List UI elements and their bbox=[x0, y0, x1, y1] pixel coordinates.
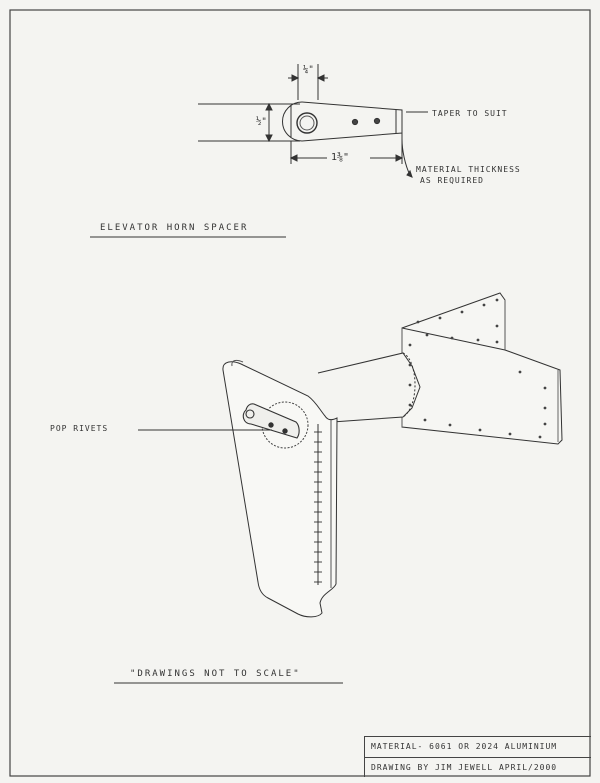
material-required-note: AS REQUIRED bbox=[420, 176, 484, 185]
weld-stitches bbox=[314, 431, 322, 583]
taper-note: TAPER TO SUIT bbox=[432, 109, 508, 118]
dim-height-label: ½" bbox=[256, 117, 267, 127]
drawn-by: DRAWING BY JIM JEWELL APRIL/2000 bbox=[371, 763, 558, 772]
rivet-label: POP RIVETS bbox=[50, 424, 109, 433]
horn-plate bbox=[222, 361, 338, 618]
sheet-border bbox=[9, 9, 591, 777]
title-block: MATERIAL- 6061 OR 2024 ALUMINIUM DRAWING… bbox=[364, 736, 591, 777]
spacer-title: ELEVATOR HORN SPACER bbox=[100, 223, 249, 233]
bracket-rivets bbox=[408, 298, 547, 439]
elevator-horn-assembly bbox=[138, 292, 563, 618]
scale-note: "DRAWINGS NOT TO SCALE" bbox=[130, 669, 301, 679]
title-block-divider bbox=[365, 757, 591, 758]
dim-length-label: 1⅜" bbox=[331, 152, 350, 163]
angle-bracket bbox=[401, 292, 563, 445]
dim-width-label: ¼" bbox=[303, 65, 314, 75]
spacer-detail-drawing bbox=[198, 64, 428, 178]
material-thickness-note: MATERIAL THICKNESS bbox=[416, 165, 521, 174]
torque-tube bbox=[317, 352, 421, 424]
material-spec: MATERIAL- 6061 OR 2024 ALUMINIUM bbox=[371, 742, 558, 751]
